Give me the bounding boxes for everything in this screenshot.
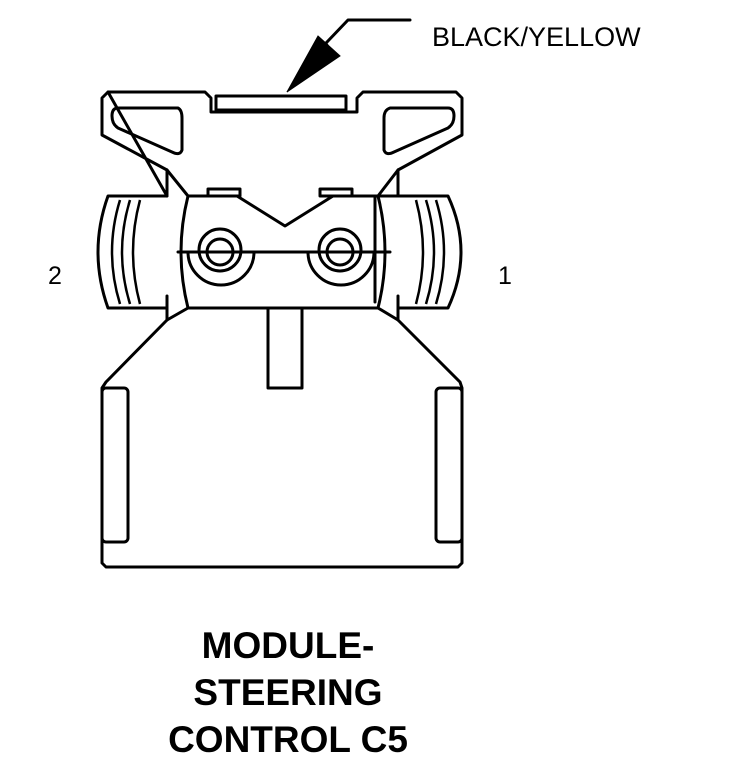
left-rail bbox=[100, 386, 130, 544]
connector-title-line-1: MODULE- bbox=[202, 625, 375, 666]
right-rail bbox=[434, 386, 464, 544]
connector-title-line-3: CONTROL C5 bbox=[168, 719, 408, 760]
pin-cavity-1 bbox=[306, 227, 376, 287]
pin-1-label: 1 bbox=[498, 262, 512, 290]
wire-color-label: BLACK/YELLOW bbox=[432, 22, 641, 52]
connector-title-line-2: STEERING bbox=[193, 672, 382, 713]
left-window bbox=[110, 106, 184, 156]
wire-callout-leader bbox=[286, 18, 412, 93]
right-window bbox=[382, 106, 456, 156]
pin-cavity-2 bbox=[186, 227, 256, 287]
connector-body bbox=[100, 90, 464, 569]
right-latch bbox=[396, 194, 463, 310]
pin-2-label: 2 bbox=[48, 262, 62, 290]
left-latch bbox=[96, 194, 169, 310]
